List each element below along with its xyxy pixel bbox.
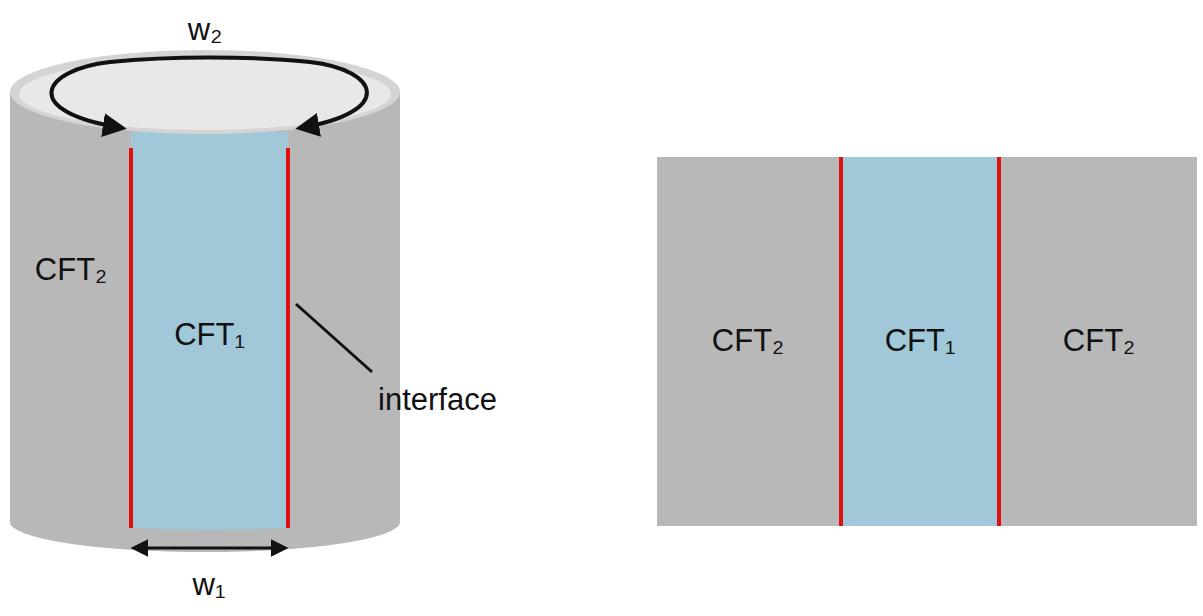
cft1-band bbox=[131, 132, 288, 530]
cylinder-body bbox=[10, 92, 400, 552]
cft1-band: CFT₁ bbox=[843, 157, 997, 526]
circumference-arrow bbox=[51, 58, 366, 129]
dimension-label: w₁ bbox=[193, 568, 226, 602]
region-label: CFT₁ bbox=[885, 324, 956, 358]
region-label: CFT₂ bbox=[1063, 324, 1135, 358]
cft2-band: CFT₂ bbox=[657, 157, 839, 526]
leader-line bbox=[296, 304, 372, 372]
region-label: CFT₂ bbox=[35, 253, 107, 287]
cft2-region: CFT₂ bbox=[14, 150, 128, 390]
interface-line bbox=[286, 148, 290, 528]
region-label: CFT₂ bbox=[712, 324, 784, 358]
cylinder-top bbox=[19, 58, 391, 130]
interface-line bbox=[129, 148, 133, 528]
cylinder-top-rim bbox=[10, 50, 400, 134]
cft1-band: CFT₁ bbox=[133, 150, 286, 520]
dimension-label: w₂ bbox=[188, 13, 222, 47]
callout-label: interface bbox=[378, 383, 497, 417]
region-label: CFT₁ bbox=[174, 318, 245, 352]
width-arrow bbox=[134, 547, 285, 550]
cft2-band: CFT₂ bbox=[1001, 157, 1197, 526]
